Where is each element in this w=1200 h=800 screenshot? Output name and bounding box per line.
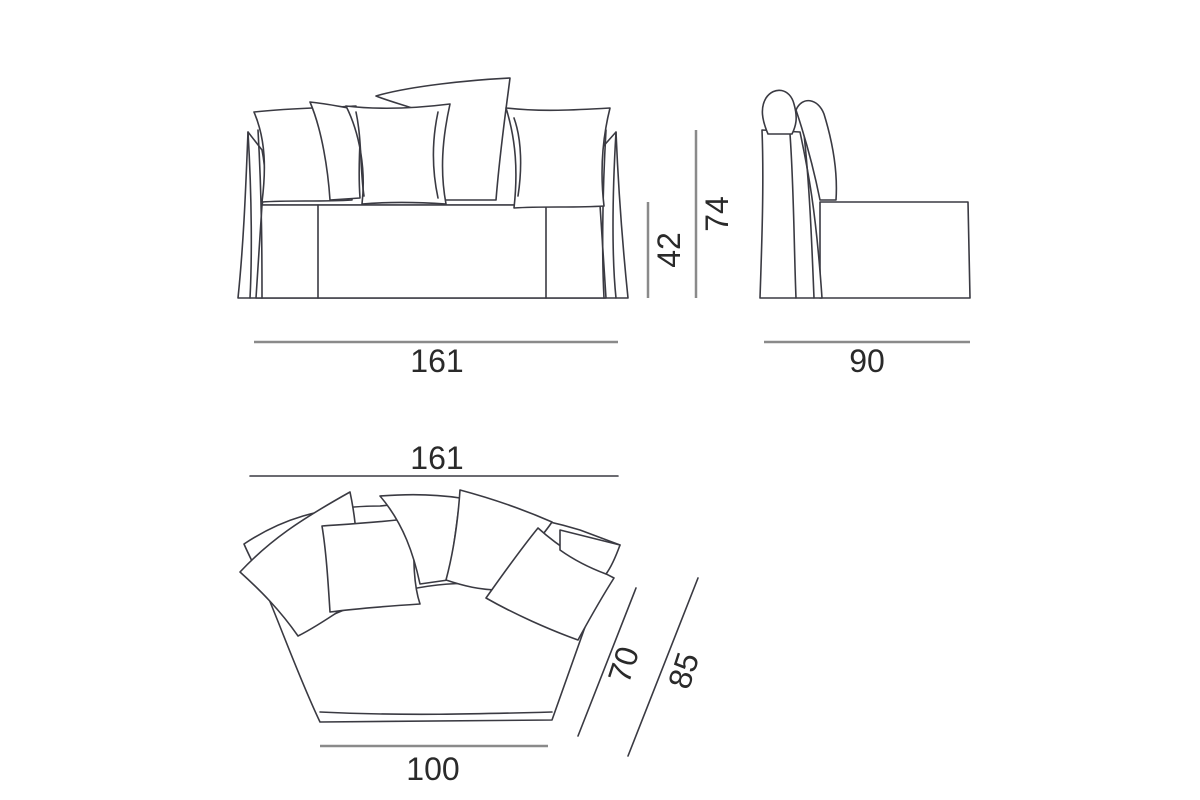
side-view [759,89,971,299]
side-depth-label: 90 [849,343,885,379]
front-pillow-center [345,103,451,205]
front-pillow-right [505,107,611,209]
dimension-labels: 161 42 74 90 161 100 70 85 [406,196,884,787]
top-pillow-6 [559,529,621,575]
front-view [237,77,629,299]
top-width-label: 161 [410,440,463,476]
side-pillow-2 [795,99,838,201]
top-view [239,489,621,723]
front-sofa-seat [255,204,607,299]
seat-height-label: 42 [651,232,687,268]
side-pillow-1 [761,89,797,135]
total-depth-dimension-line [627,577,699,757]
seat-depth-label: 70 [601,642,646,687]
top-pillow-5 [485,527,615,641]
top-front-width-label: 100 [406,751,459,787]
dimension-lines [249,130,970,757]
side-sofa-seat [819,201,971,299]
front-width-label: 161 [410,343,463,379]
front-pillow-left-2 [309,101,363,201]
top-pillow-2 [321,517,421,613]
seat-depth-dimension-line [577,587,637,737]
total-height-label: 74 [699,196,735,232]
